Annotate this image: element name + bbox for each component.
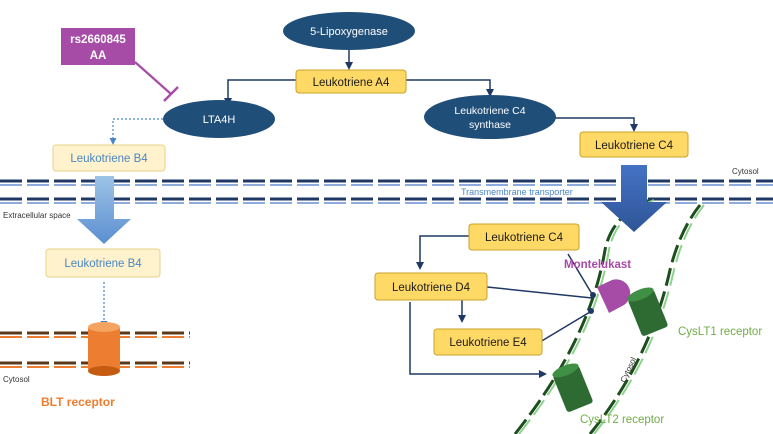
pathway-connectors <box>100 50 638 378</box>
metabolite-leukotriene-a4 <box>295 69 407 94</box>
cyslt2-receptor-label: CysLT2 receptor <box>580 414 664 426</box>
montelukast-drug-icon <box>597 279 631 313</box>
extracellular-label: Extracellular space <box>3 211 71 220</box>
enzyme-lta4h-label: LTA4H <box>203 114 236 126</box>
metabolite-leukotriene-d4 <box>374 272 488 301</box>
antagonist-dot-icon <box>588 308 594 314</box>
transmembrane-label: Transmembrane transporter <box>461 187 573 197</box>
inhibition-icon <box>134 61 179 102</box>
enzyme-lta4h <box>163 100 275 138</box>
cyslt1-receptor-label: CysLT1 receptor <box>678 326 762 338</box>
metabolite-leukotriene-b4-top-label: Leukotriene B4 <box>70 153 148 165</box>
enzyme-ltc4-synthase-label-2: synthase <box>469 119 511 131</box>
metabolite-leukotriene-c4-top-label: Leukotriene C4 <box>595 140 674 152</box>
metabolite-leukotriene-d4-label: Leukotriene D4 <box>392 282 471 294</box>
enzyme-ltc4-synthase-label-1: Leukotriene C4 <box>454 105 525 117</box>
snp-genotype-text: AA <box>90 50 107 62</box>
metabolite-leukotriene-c4-mid <box>468 223 580 251</box>
metabolite-leukotriene-c4-mid-label: Leukotriene C4 <box>485 232 564 244</box>
enzyme-ltc4-synthase <box>424 95 556 139</box>
cytosol-right-label: Cytosol <box>619 356 639 384</box>
metabolite-leukotriene-a4-label: Leukotriene A4 <box>313 77 390 89</box>
metabolite-leukotriene-b4-bottom-label: Leukotriene B4 <box>64 258 142 270</box>
montelukast-label: Montelukast <box>564 259 631 271</box>
cytosol-top-label: Cytosol <box>732 167 759 176</box>
blt-receptor-icon <box>88 322 120 376</box>
metabolite-leukotriene-b4-bottom <box>45 248 161 278</box>
cyslt2-receptor-icon <box>552 363 593 412</box>
metabolite-leukotriene-e4-label: Leukotriene E4 <box>449 337 527 349</box>
cell-membrane-top <box>0 179 773 204</box>
snp-box <box>61 28 135 65</box>
metabolite-leukotriene-c4-top <box>579 131 689 158</box>
ltb4-export-arrow <box>77 176 131 244</box>
transmembrane-transport-arrow <box>601 165 667 232</box>
blt-receptor-label: BLT receptor <box>41 395 115 409</box>
cytosol-left-label: Cytosol <box>3 375 30 384</box>
enzyme-5-lipoxygenase <box>283 12 415 50</box>
snp-id-text: rs2660845 <box>70 34 126 46</box>
enzyme-5-lipoxygenase-label: 5-Lipoxygenase <box>310 26 388 38</box>
metabolite-leukotriene-b4-top <box>52 144 166 172</box>
metabolite-leukotriene-e4 <box>433 328 543 356</box>
cyslt1-receptor-icon <box>627 287 668 336</box>
antagonist-dot-icon <box>590 292 596 298</box>
